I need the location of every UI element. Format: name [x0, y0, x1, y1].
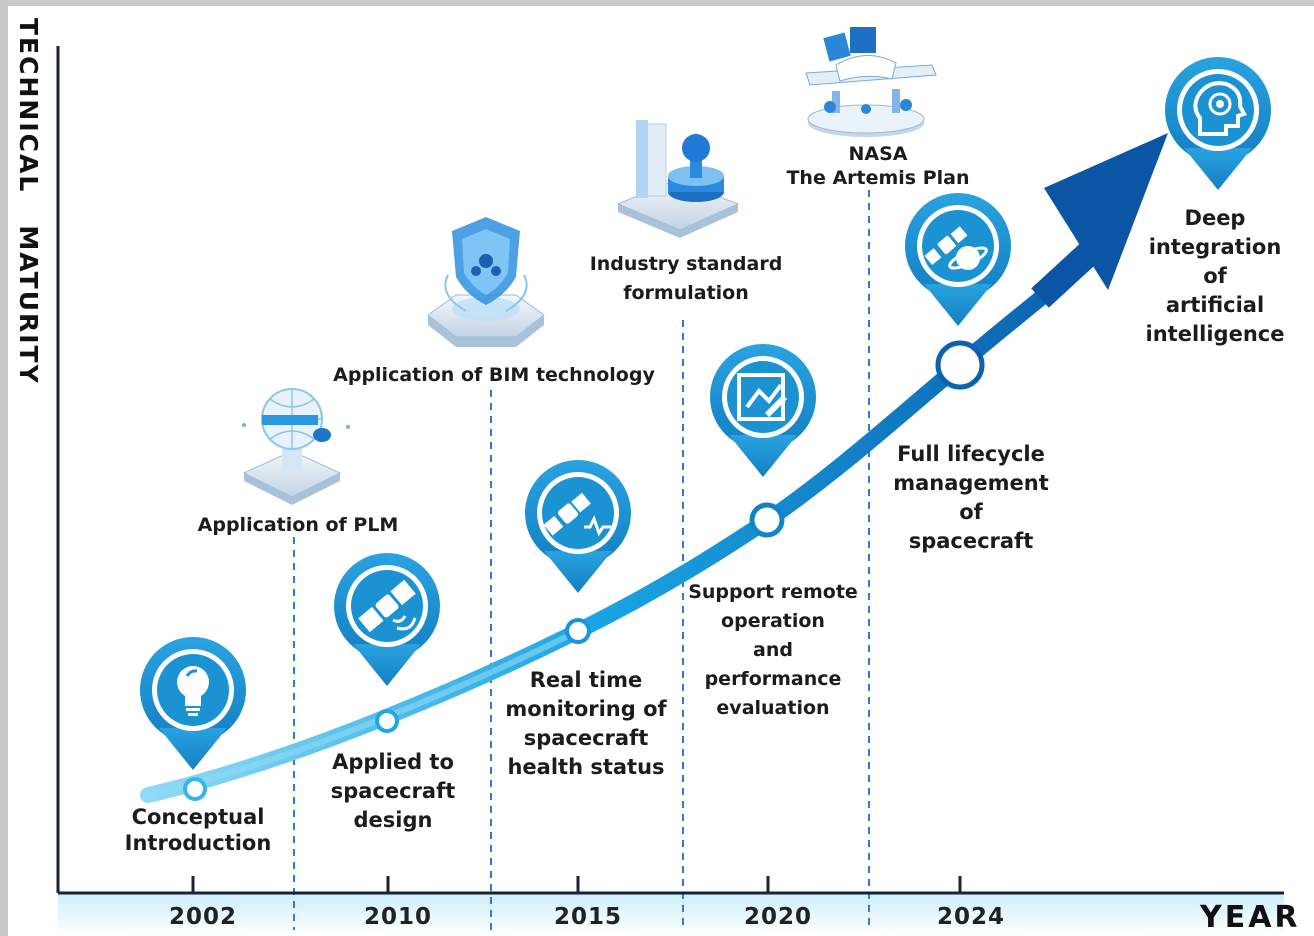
ai-head-icon — [1165, 57, 1271, 190]
y-axis-label: TECHNICAL MATURITY — [14, 18, 43, 385]
satellite-planet-icon — [905, 193, 1011, 326]
year-2010: 2010 — [363, 904, 432, 930]
globe-platform-icon — [242, 388, 350, 505]
timeline-diagram: TECHNICAL MATURITY YEAR 2002 2010 2015 2… — [8, 6, 1314, 936]
growth-arrow-head — [1044, 133, 1168, 290]
axis-band — [58, 893, 1284, 936]
year-2015: 2015 — [553, 904, 622, 930]
milestone-label-lifecycle: Full lifecycle management of spacecraft — [893, 442, 1049, 553]
milestone-label-remote: Support remote operation and performance… — [688, 581, 858, 719]
x-axis-ticks — [191, 876, 962, 893]
event-label-standard: Industry standard formulation — [589, 253, 783, 304]
point-2015 — [565, 618, 591, 644]
satellite-heartbeat-icon — [525, 460, 631, 593]
lightbulb-icon — [140, 637, 246, 770]
milestone-label-design: Applied to spacecraft design — [330, 750, 456, 832]
event-label-artemis: NASA The Artemis Plan — [786, 143, 970, 189]
milestone-label-conceptual: Conceptual Introduction — [124, 805, 272, 855]
year-2020: 2020 — [743, 904, 812, 930]
milestone-label-ai: Deep integration of artificial intellige… — [1145, 206, 1285, 346]
point-2002 — [183, 777, 207, 801]
shield-platform-icon — [427, 217, 545, 347]
year-2024: 2024 — [936, 904, 1005, 930]
event-label-plm: Application of PLM — [197, 514, 399, 536]
satellite-icon — [334, 553, 440, 686]
point-2024 — [935, 340, 985, 390]
stamp-icon — [616, 120, 740, 238]
x-axis-label: YEAR — [1200, 900, 1301, 935]
diagram-graphics — [56, 27, 1284, 936]
milestone-label-monitoring: Real time monitoring of spacecraft healt… — [505, 668, 667, 779]
chart-edit-icon — [710, 344, 816, 477]
point-2010 — [375, 709, 399, 733]
event-label-bim: Application of BIM technology — [333, 364, 655, 386]
milestone-points — [183, 340, 985, 801]
spacecraft-platform-icon — [805, 27, 937, 137]
year-2002: 2002 — [168, 904, 237, 930]
year-separators — [293, 190, 870, 930]
point-2020 — [749, 502, 785, 538]
